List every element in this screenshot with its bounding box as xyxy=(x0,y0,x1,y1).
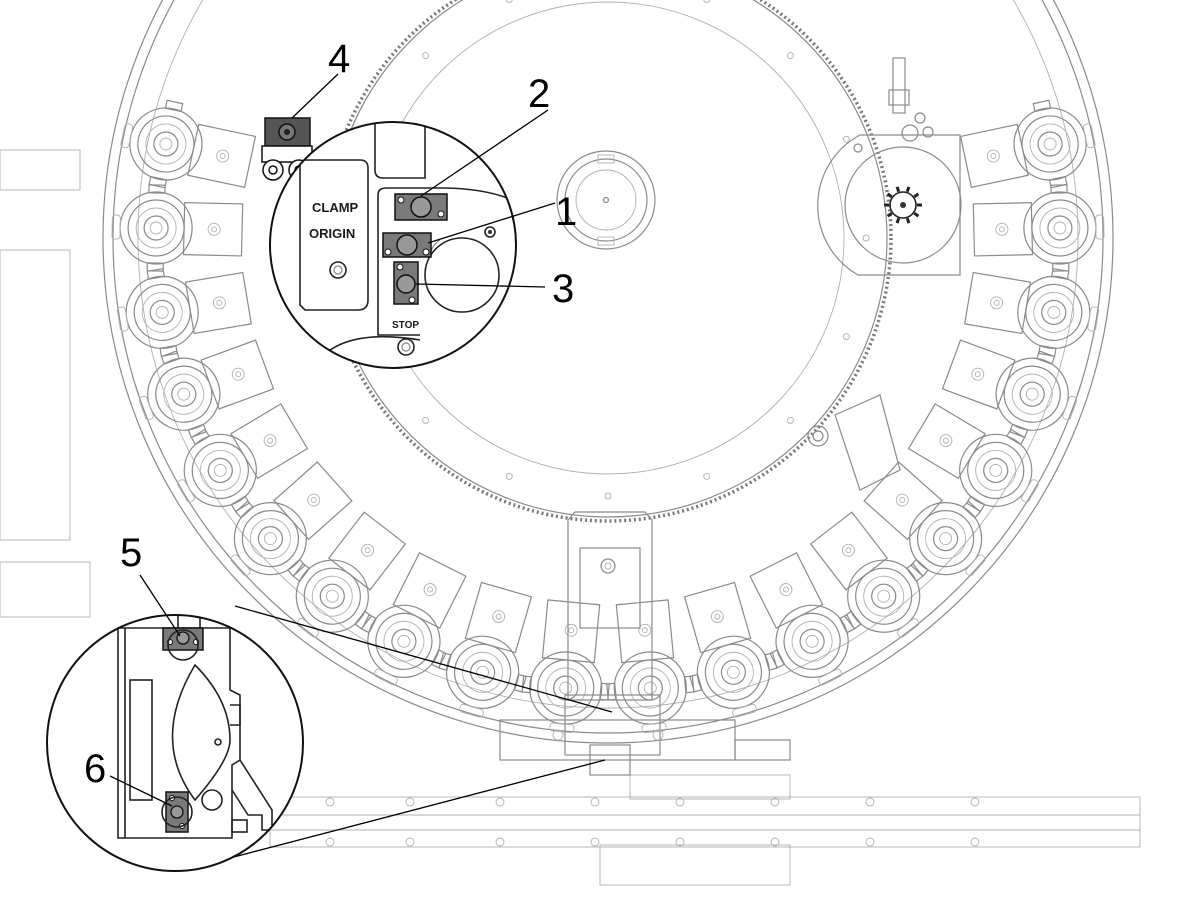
tool-pocket xyxy=(120,99,257,189)
tool-pocket xyxy=(292,511,407,638)
tool-pocket xyxy=(138,339,275,439)
tool-pocket xyxy=(863,461,986,577)
tool-pocket xyxy=(972,184,1105,272)
tool-pocket xyxy=(606,599,695,734)
tool-pocket xyxy=(438,581,533,718)
tool-pocket xyxy=(116,267,253,357)
tool-pocket xyxy=(111,184,244,272)
callout-5: 5 xyxy=(120,531,142,575)
tool-pocket xyxy=(809,511,924,638)
tool-pocket xyxy=(683,581,778,718)
callout-labels: 1 2 3 4 5 6 xyxy=(84,37,577,791)
detail-clamp-origin-stop: CLAMP ORIGIN STOP xyxy=(269,121,517,369)
tool-pocket xyxy=(230,461,353,577)
tool-pocket xyxy=(963,267,1100,357)
clamp-label: CLAMP xyxy=(312,200,359,215)
detail-zoom-lines xyxy=(229,605,613,859)
stop-label: STOP xyxy=(392,320,419,331)
callout-3: 3 xyxy=(552,267,574,311)
base-structure xyxy=(0,149,1141,886)
leader-lines xyxy=(109,73,556,807)
callout-2: 2 xyxy=(528,72,550,116)
callout-6: 6 xyxy=(84,747,106,791)
origin-label: ORIGIN xyxy=(309,226,355,241)
tool-pocket xyxy=(941,339,1078,439)
tool-pocket xyxy=(749,552,855,686)
tool-pockets xyxy=(111,99,1105,734)
tool-pocket xyxy=(907,403,1039,513)
callout-4: 4 xyxy=(328,37,350,81)
tool-pocket xyxy=(361,552,467,686)
center-hub xyxy=(556,150,656,250)
tool-pocket xyxy=(959,99,1096,189)
star-wheel-icon xyxy=(884,186,922,224)
tool-pocket xyxy=(177,403,309,513)
geneva-drive-wheel xyxy=(807,57,962,491)
detail-pocket-sensors xyxy=(46,614,304,872)
magazine-ring xyxy=(102,0,1114,744)
callout-1: 1 xyxy=(555,190,577,234)
